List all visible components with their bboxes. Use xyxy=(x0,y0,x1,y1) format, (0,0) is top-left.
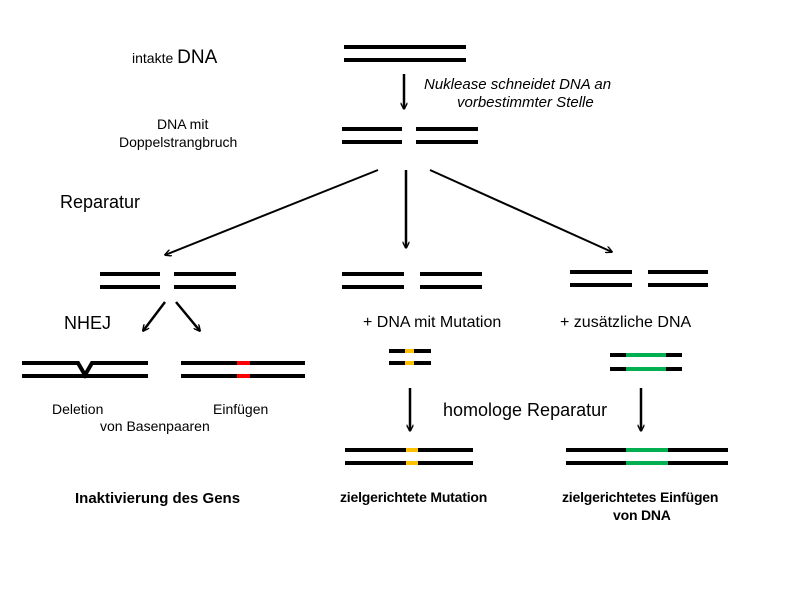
label-zielgerichtete-mutation: zielgerichtete Mutation xyxy=(340,489,488,505)
arrow-branch-left xyxy=(165,169,379,255)
broken-dna-left xyxy=(100,272,236,289)
label-homologe-reparatur: homologe Reparatur xyxy=(443,400,608,420)
label-nuclease-line2: vorbestimmter Stelle xyxy=(457,94,594,111)
label-dsb-line1: DNA mit xyxy=(157,116,209,132)
targeted-insertion-dna xyxy=(566,448,728,465)
label-zusaetzliche-dna: + zusätzliche DNA xyxy=(560,314,692,331)
arrow-nhej-deletion xyxy=(143,301,166,331)
arrow-nhej-insertion xyxy=(175,301,200,331)
arrow-branch-right xyxy=(429,169,612,252)
broken-dna-right xyxy=(570,270,708,287)
label-reparatur: Reparatur xyxy=(60,192,141,212)
label-intakte-dna: intakte DNA xyxy=(132,47,217,69)
broken-dna-middle xyxy=(342,272,482,289)
label-inaktivierung: Inaktivierung des Gens xyxy=(75,490,241,507)
insert-donor-dna xyxy=(610,353,682,371)
label-von-dna: von DNA xyxy=(613,507,671,523)
label-von-basenpaaren: von Basenpaaren xyxy=(100,418,210,434)
label-intakte-dna-word: DNA xyxy=(177,47,218,68)
label-dsb-line2: Doppelstrangbruch xyxy=(119,134,238,150)
label-nuclease-line1: Nuklease schneidet DNA an xyxy=(424,76,612,93)
dsb-dna-strand xyxy=(342,127,478,144)
label-nhej: NHEJ xyxy=(64,313,112,333)
label-dna-mutation: + DNA mit Mutation xyxy=(363,314,502,331)
insertion-dna-strand xyxy=(181,361,305,378)
label-einfuegen: Einfügen xyxy=(213,401,269,417)
deletion-dna-strand xyxy=(22,361,148,379)
label-zielgerichtetes-einfuegen: zielgerichtetes Einfügen xyxy=(562,489,719,505)
targeted-mutation-dna xyxy=(345,448,473,465)
mutation-donor-dna xyxy=(389,349,431,365)
intact-dna-strand xyxy=(344,45,466,62)
label-deletion: Deletion xyxy=(52,401,104,417)
label-intakte-prefix: intakte xyxy=(132,50,178,66)
